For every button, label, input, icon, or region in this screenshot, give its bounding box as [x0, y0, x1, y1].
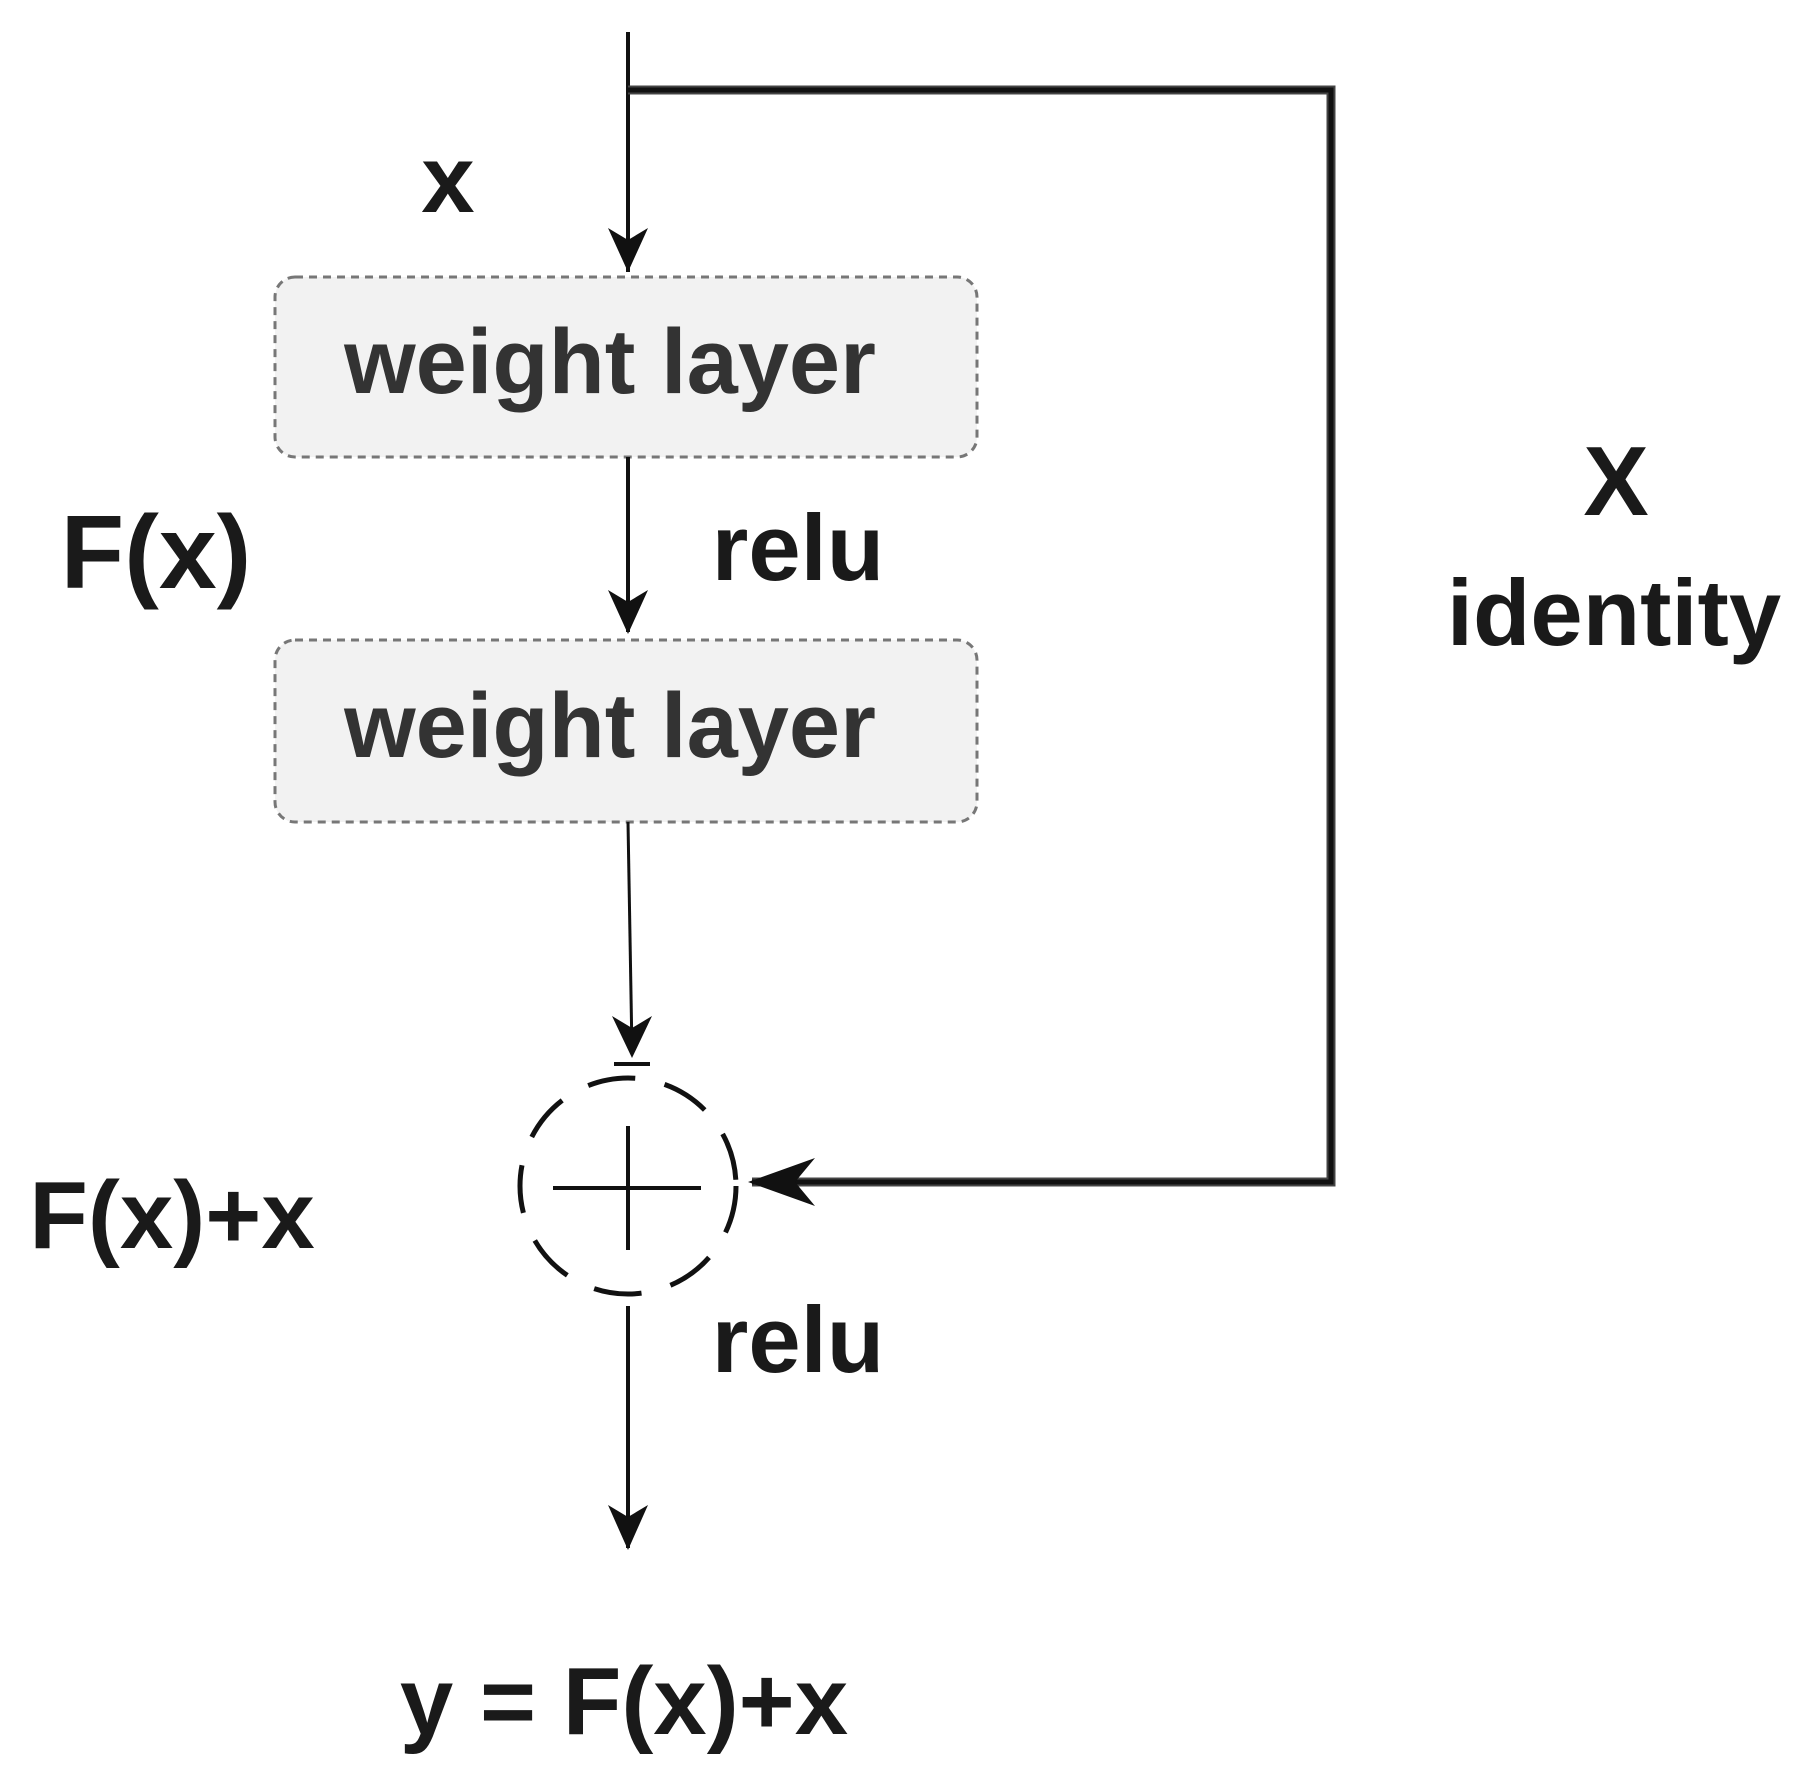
residual-arrowhead	[612, 1016, 652, 1058]
identity-shortcut-line	[628, 85, 1336, 1187]
relu-arrowhead-1	[608, 590, 648, 634]
identity-label: identity	[1447, 560, 1781, 665]
identity-shortcut-line-inner	[628, 87, 1334, 1185]
relu-label-1: relu	[712, 495, 884, 600]
output-label: y = F(x)+x	[400, 1648, 848, 1755]
weight-layer-2	[273, 638, 979, 824]
weight-layer-1-label: weight layer	[343, 311, 876, 413]
input-arrowhead	[608, 228, 648, 272]
sum-label: F(x)+x	[29, 1162, 314, 1269]
residual-function-label: F(x)	[61, 495, 252, 611]
identity-arrowhead	[748, 1158, 815, 1206]
identity-symbol: X	[1583, 426, 1648, 536]
input-label: x	[421, 126, 474, 233]
weight-layer-2-label: weight layer	[343, 675, 876, 777]
relu-label-2: relu	[712, 1287, 884, 1392]
residual-arrow	[626, 821, 634, 1053]
sum-node	[517, 1075, 739, 1297]
output-arrowhead	[608, 1505, 648, 1550]
